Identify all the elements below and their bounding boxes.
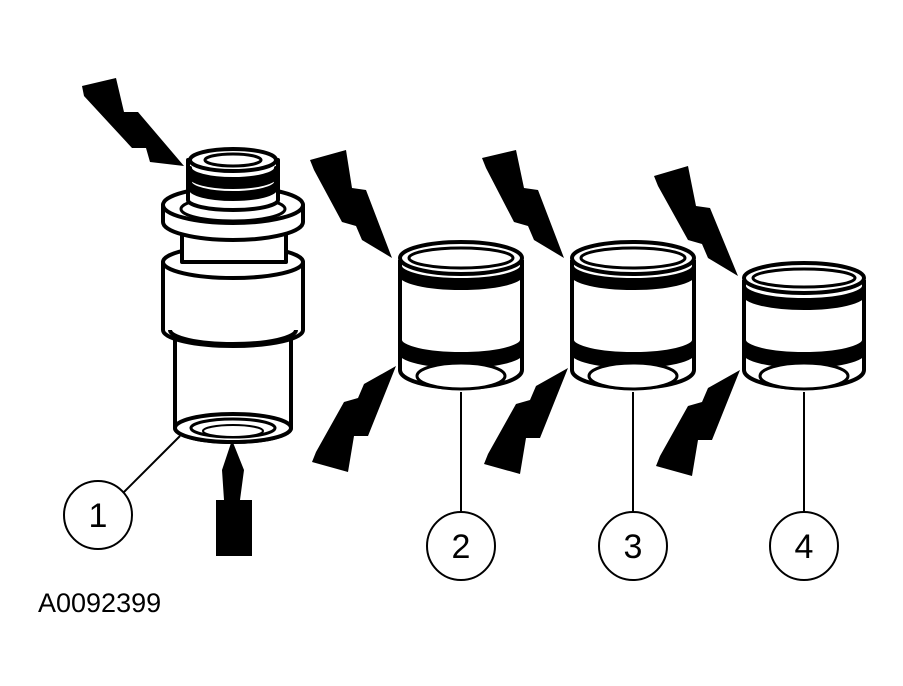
- arrow-icon: [82, 78, 184, 166]
- arrow-icon: [656, 370, 740, 476]
- part-3-sleeve: [570, 240, 696, 391]
- callout-3-label: 3: [624, 528, 643, 566]
- callout-1: 1: [63, 480, 133, 550]
- figure-id: A0092399: [38, 588, 161, 618]
- arrow-icon: [482, 150, 564, 258]
- arrow-icon: [312, 366, 396, 472]
- callout-4-label: 4: [795, 528, 814, 566]
- part-4-sleeve: [742, 261, 866, 391]
- part-2-sleeve: [398, 240, 524, 391]
- callout-2: 2: [426, 511, 496, 581]
- arrow-icon: [654, 166, 738, 276]
- part-1-injector: [161, 147, 305, 444]
- arrow-icon: [216, 440, 252, 556]
- callout-3: 3: [598, 511, 668, 581]
- callout-2-label: 2: [452, 528, 471, 566]
- arrow-group: [82, 78, 740, 556]
- callout-1-label: 1: [89, 497, 108, 535]
- arrow-icon: [484, 368, 568, 474]
- leader-lines: [123, 392, 805, 512]
- arrow-icon: [310, 150, 392, 258]
- callout-4: 4: [769, 511, 839, 581]
